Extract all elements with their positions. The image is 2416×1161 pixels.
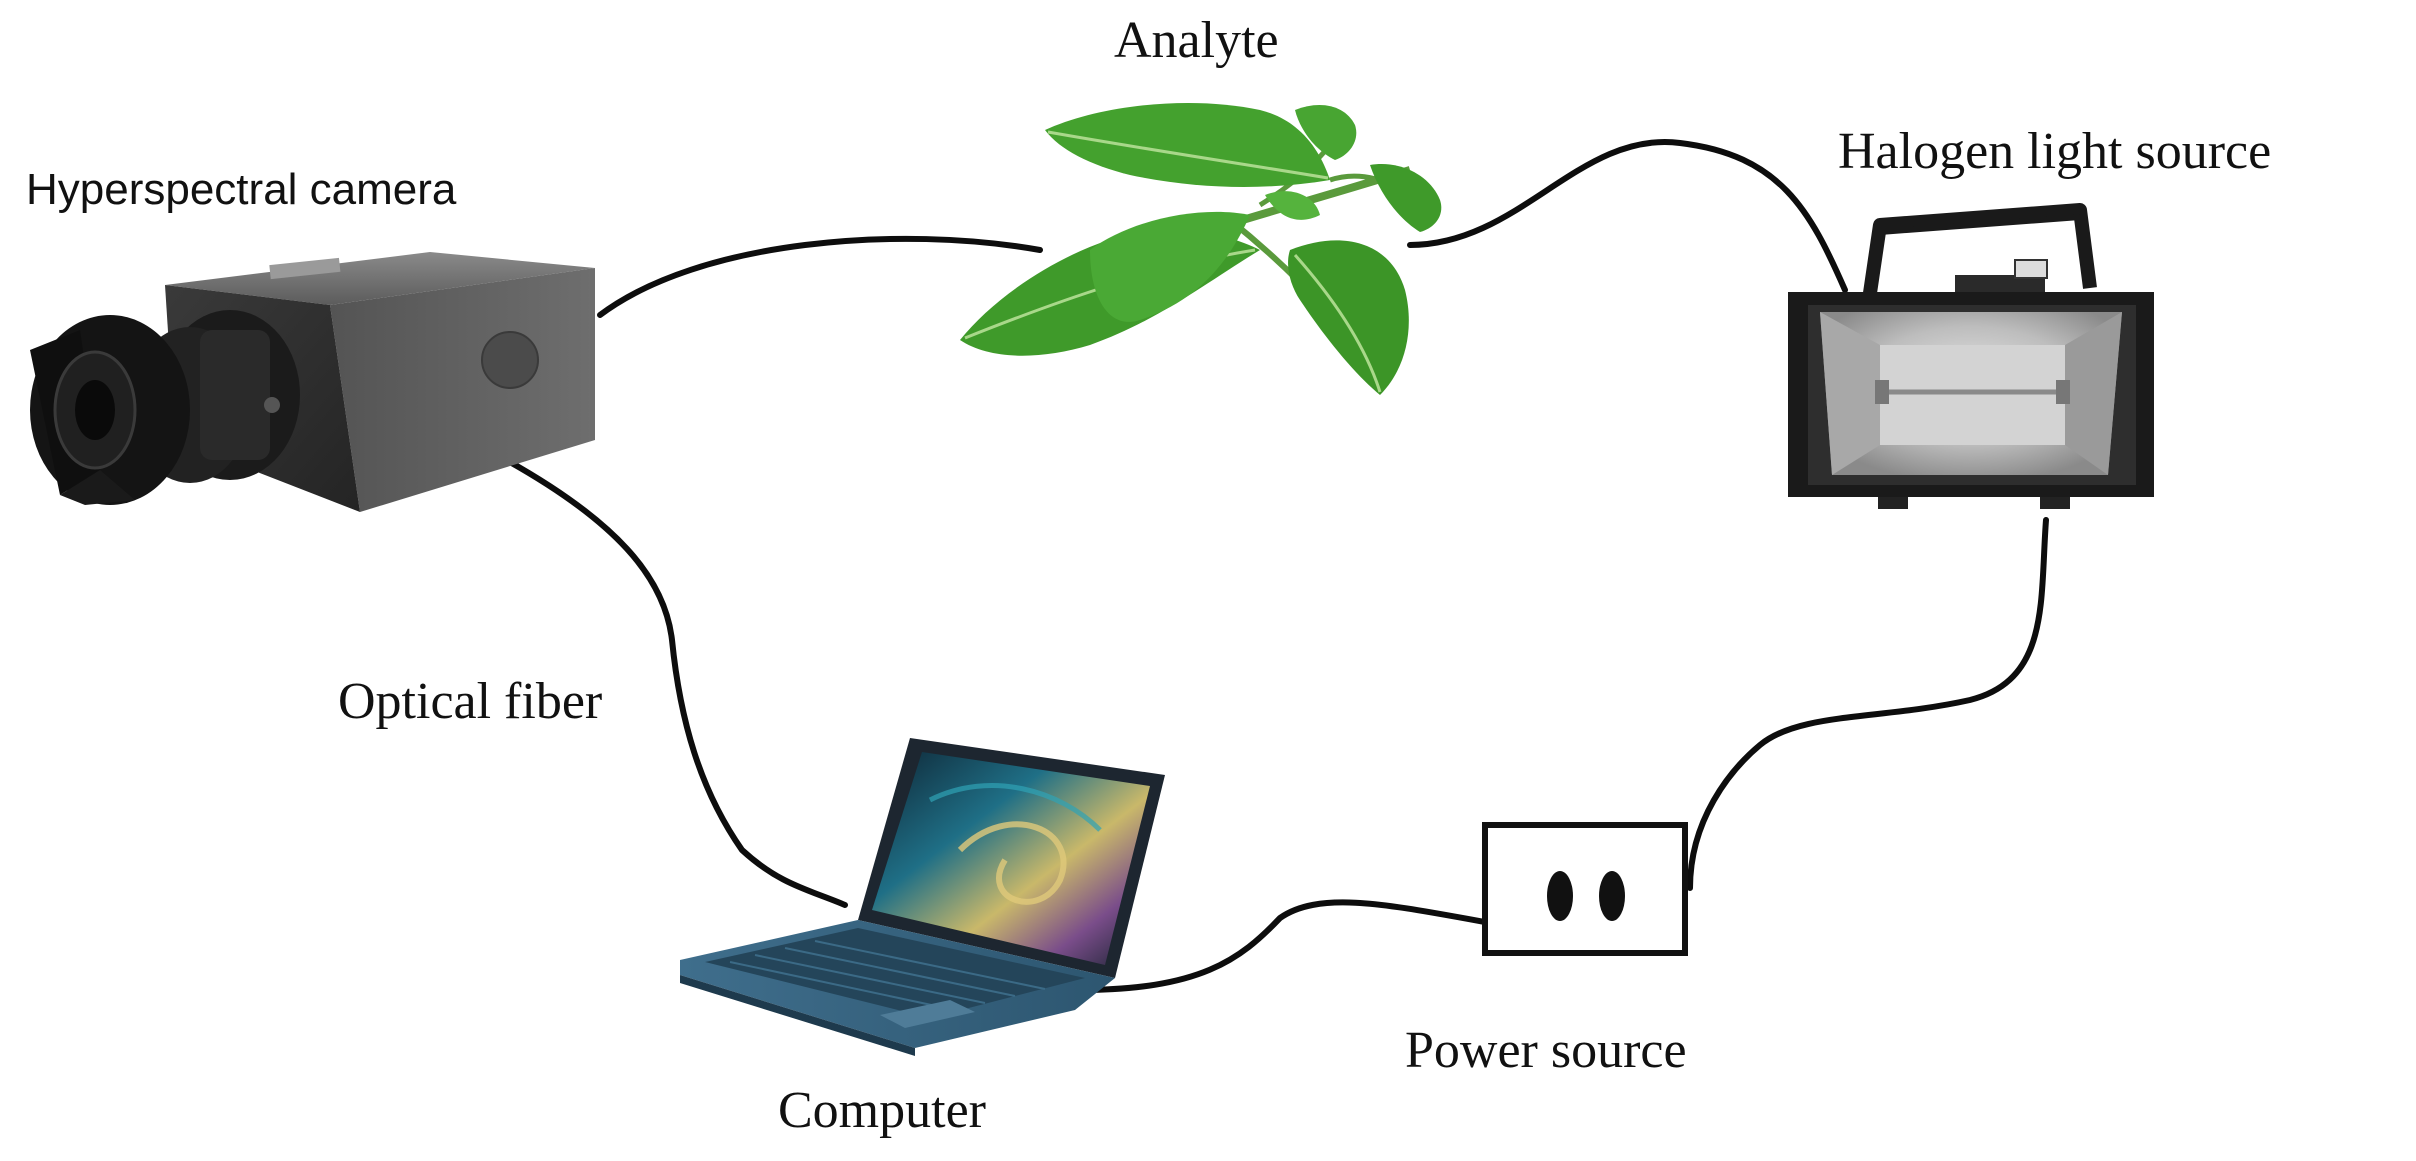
tomato-leaf-icon: [960, 102, 1442, 395]
computer-label: Computer: [778, 1082, 986, 1139]
cable-computer-to-power: [1075, 899, 1488, 993]
cable-analyte-to-light: [1407, 138, 1848, 293]
power-source-label: Power source: [1405, 1022, 1687, 1079]
optical-fiber-cable: [485, 447, 848, 908]
halogen-lamp-icon: [1788, 203, 2154, 509]
camera-label: Hyperspectral camera: [26, 165, 457, 214]
cables: [485, 138, 2049, 993]
cable-power-to-light: [1687, 517, 2049, 891]
analyte-label: Analyte: [1114, 12, 1279, 69]
cable-camera-to-analyte: [597, 235, 1043, 318]
optical-fiber-label: Optical fiber: [338, 673, 603, 730]
power-outlet-icon: [1482, 822, 1688, 956]
light-source-label: Halogen light source: [1838, 123, 2272, 180]
hyperspectral-camera-icon: [30, 252, 595, 512]
laptop-icon: [680, 738, 1165, 1056]
